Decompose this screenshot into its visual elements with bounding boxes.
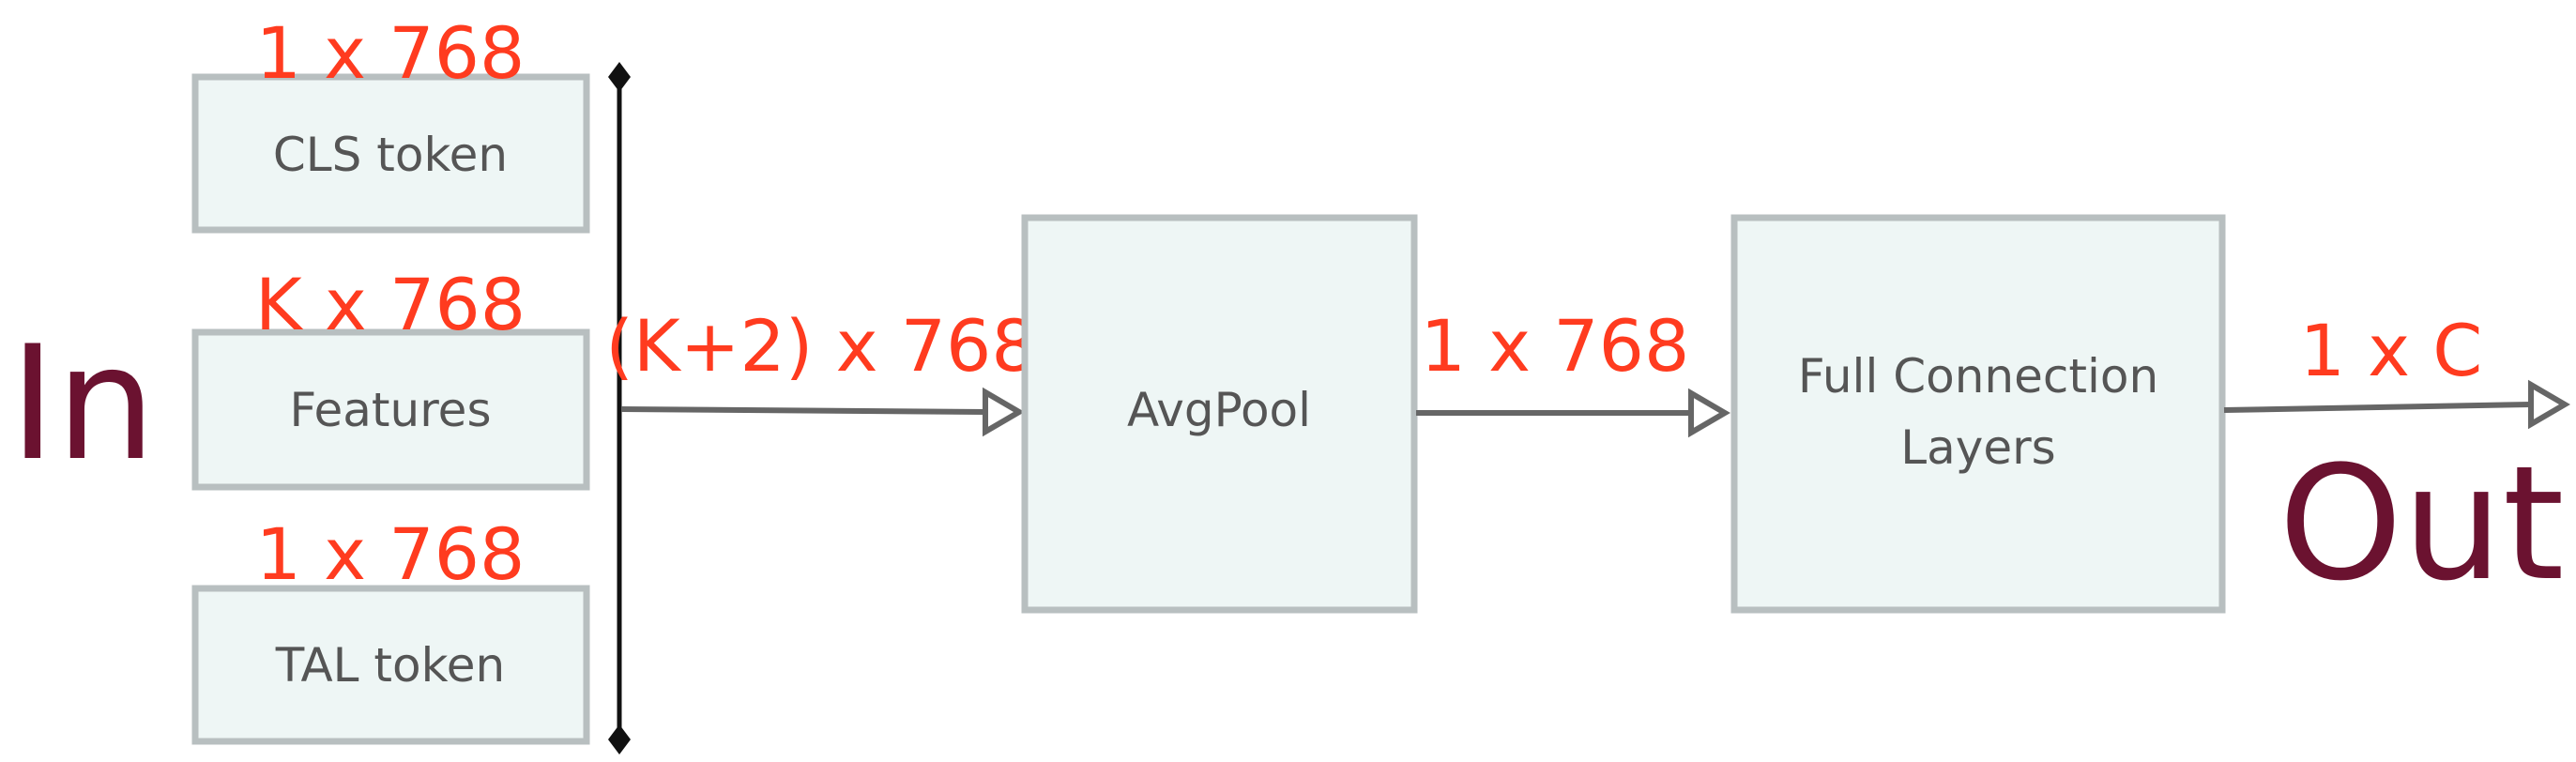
arrow-to-output bbox=[2223, 402, 2532, 413]
input-label: In bbox=[9, 312, 156, 495]
fc-label-line1: Full Connection bbox=[1798, 349, 2158, 404]
bus-bottom-diamond-icon bbox=[608, 724, 631, 754]
features-dim: K x 768 bbox=[255, 263, 526, 346]
features-box: Features bbox=[191, 328, 590, 491]
cls-token-label: CLS token bbox=[273, 128, 508, 182]
arrow-to-fc-head-icon bbox=[1688, 388, 1730, 438]
concat-dim: (K+2) x 768 bbox=[605, 304, 1037, 388]
fc-layers-box: Full Connection Layers bbox=[1730, 214, 2226, 614]
avgpool-out-dim: 1 x 768 bbox=[1421, 304, 1690, 388]
bus-top-diamond-icon bbox=[608, 62, 631, 92]
fc-label-line2: Layers bbox=[1900, 420, 2055, 475]
tal-token-box: TAL token bbox=[191, 585, 590, 745]
output-label: Out bbox=[2279, 432, 2565, 616]
tal-token-dim: 1 x 768 bbox=[256, 512, 526, 596]
arrow-to-output-head-icon bbox=[2528, 379, 2570, 430]
features-label: Features bbox=[290, 383, 492, 437]
cls-token-dim: 1 x 768 bbox=[256, 11, 526, 95]
arrow-to-avgpool bbox=[620, 406, 986, 415]
avgpool-box: AvgPool bbox=[1021, 214, 1418, 614]
fc-out-dim: 1 x C bbox=[2300, 309, 2483, 392]
arrow-to-avgpool-head-icon bbox=[983, 387, 1025, 437]
cls-token-box: CLS token bbox=[191, 73, 590, 234]
tal-token-label: TAL token bbox=[275, 638, 505, 693]
avgpool-label: AvgPool bbox=[1127, 383, 1311, 437]
